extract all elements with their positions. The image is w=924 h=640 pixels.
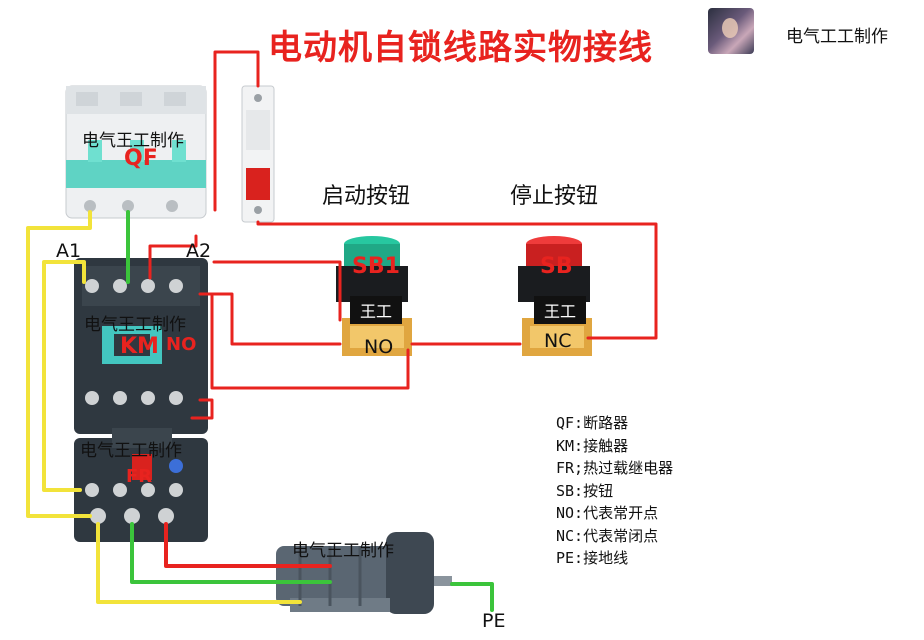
legend-item: FR;热过载继电器 [556, 459, 674, 477]
coil-a2-label: A2 [186, 240, 212, 262]
legend-item: NO:代表常开点 [556, 504, 659, 522]
legend-item: PE:接地线 [556, 549, 629, 567]
start-button-tag: SB1 [352, 254, 400, 279]
stop-button-heading: 停止按钮 [510, 184, 599, 209]
breaker-label: QF [124, 146, 158, 171]
overload-watermark: 电气王工制作 [80, 441, 182, 461]
ground-label: PE [482, 610, 506, 632]
start-button-contact: NO [364, 336, 394, 358]
legend-item: SB:按钮 [556, 481, 614, 500]
legend: QF:断路器 KM:接触器 FR;热过载继电器 SB:按钮 NO:代表常开点 N… [556, 412, 673, 570]
motor-watermark: 电气王工制作 [292, 541, 394, 561]
author-avatar [708, 8, 754, 54]
stop-button-plate: 王工 [534, 296, 587, 324]
start-button-heading: 启动按钮 [322, 184, 411, 209]
motor-graphic [276, 532, 452, 614]
contactor-no-tag: NO [166, 334, 197, 355]
control-breaker [241, 85, 275, 223]
overload-relay-fr [74, 428, 208, 542]
breaker-watermark: 电气王工制作 [82, 131, 184, 151]
start-button-plate: 王工 [350, 296, 403, 324]
legend-item: KM:接触器 [556, 436, 629, 455]
coil-a1-label: A1 [56, 240, 82, 262]
overload-label: FR [126, 466, 153, 487]
contactor-km [74, 258, 208, 434]
contactor-label: KM [120, 334, 159, 359]
wires [26, 50, 658, 612]
stop-button-tag: SB [540, 254, 573, 279]
stop-button-contact: NC [544, 330, 572, 352]
legend-item: NC:代表常闭点 [556, 526, 659, 545]
contactor-watermark: 电气王工制作 [84, 315, 186, 335]
circuit-breaker-qf [65, 85, 207, 219]
diagram-title: 电动机自锁线路实物接线 [268, 28, 653, 68]
legend-item: QF:断路器 [556, 414, 629, 432]
brand-name: 电气工工制作 [786, 27, 888, 47]
